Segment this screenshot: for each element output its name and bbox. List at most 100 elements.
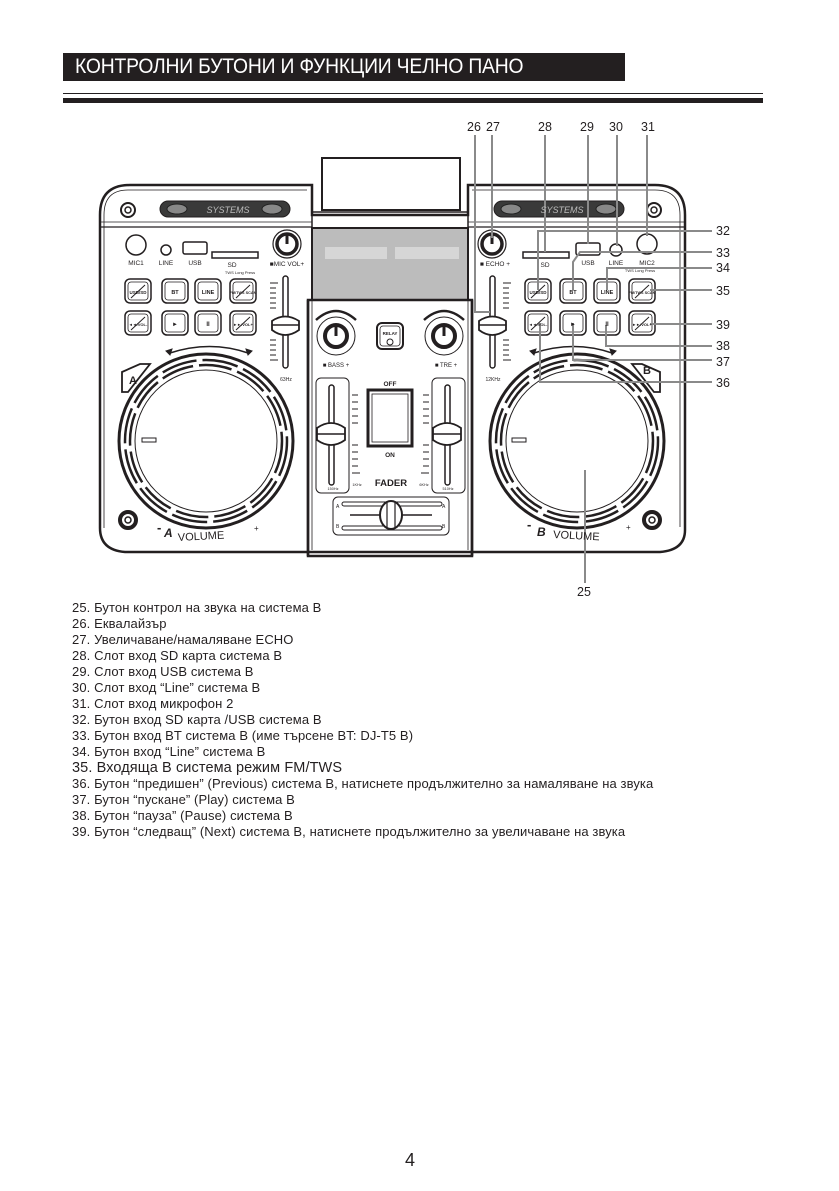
btn-right-prev[interactable]: ◄◄/VOL- — [529, 322, 548, 327]
btn-left-fm[interactable]: FM/TWS SCAN — [230, 291, 257, 295]
btn-right-fm[interactable]: FM/TWS SCAN — [629, 291, 656, 295]
callout-36: 36 — [716, 376, 730, 390]
volume-deck-letter-left: A — [163, 526, 173, 540]
screw-top-right — [646, 202, 662, 218]
bass-label: ■ BASS + — [323, 363, 350, 369]
volume-label-right: VOLUME — [553, 529, 600, 543]
legend-list: 25. Бутон контрол на звука на система B … — [72, 600, 653, 840]
sd-label-left: SD — [227, 262, 236, 269]
btn-left-usb-sd[interactable]: USB/SD — [129, 290, 147, 295]
left-button-grid — [124, 278, 257, 336]
screw-top-left — [120, 202, 136, 218]
crossfader-a-left: A — [336, 504, 340, 510]
volume-minus-right: - — [527, 517, 531, 532]
btn-left-next[interactable]: ►►/VOL+ — [233, 322, 253, 327]
legend-item: 28. Слот вход SD карта система B — [72, 648, 283, 663]
left-fader-freq-2: 150Hz — [328, 487, 339, 491]
legend-item: 29. Слот вход USB система B — [72, 664, 254, 679]
deck-letter-a: A — [129, 375, 137, 387]
btn-left-pause[interactable]: II — [206, 322, 210, 328]
btn-left-line[interactable]: LINE — [202, 290, 215, 296]
bass-knob — [315, 309, 357, 356]
jog-wheel-left — [117, 345, 295, 530]
brand-plate-right — [493, 200, 625, 218]
legend-item: 38. Бутон “пауза” (Pause) система B — [72, 808, 293, 823]
callout-33: 33 — [716, 246, 730, 260]
legend-item: 35. Входяща B система режим FM/TWS — [72, 760, 343, 776]
btn-left-prev[interactable]: ◄◄/VOL- — [129, 322, 148, 327]
display-screen — [311, 227, 469, 301]
sd-slot-right — [522, 251, 570, 259]
callout-25: 25 — [577, 585, 591, 599]
legend-item: 30. Слот вход “Line” система B — [72, 680, 261, 695]
right-fader-freq-2: 510Hz — [443, 487, 454, 491]
callout-32: 32 — [716, 224, 730, 238]
mic-vol-knob — [272, 229, 302, 259]
mic1-label: MIC1 — [128, 260, 144, 267]
usb-label-left: USB — [188, 260, 201, 267]
btn-right-bt[interactable]: BT — [569, 290, 577, 296]
section-title: КОНТРОЛНИ БУТОНИ И ФУНКЦИИ ЧЕЛНО ПАНО — [75, 55, 524, 78]
volume-deck-letter-right: B — [537, 525, 546, 539]
legend-item: 32. Бутон вход SD карта /USB система B — [72, 712, 322, 727]
legend-item: 31. Слот вход микрофон 2 — [72, 696, 234, 711]
crossfader-b-right: B — [442, 524, 446, 530]
section-title-bar: КОНТРОЛНИ БУТОНИ И ФУНКЦИИ ЧЕЛНО ПАНО — [63, 53, 625, 81]
btn-left-play[interactable]: ► — [172, 322, 178, 328]
btn-right-pause[interactable]: II — [605, 322, 609, 328]
deck-letter-b: B — [643, 365, 651, 377]
screw-bottom-right — [642, 510, 662, 530]
btn-right-line[interactable]: LINE — [601, 290, 614, 296]
device-body-outline — [98, 183, 687, 558]
treble-knob — [423, 309, 465, 356]
right-fader-freq-1: 6KHz — [419, 483, 428, 487]
btn-right-next[interactable]: ►►/VOL+ — [632, 322, 652, 327]
callout-27: 27 — [486, 120, 500, 134]
btn-right-usb-sd[interactable]: USB/SD — [529, 290, 547, 295]
eq-slider-left — [270, 275, 300, 369]
brand-label-left: SYSTEMS — [206, 205, 249, 215]
line-label-right: LINE — [609, 260, 624, 267]
relay-label[interactable]: RELAY — [383, 331, 398, 336]
relay-button — [376, 322, 404, 350]
page-number: 4 — [405, 1150, 416, 1170]
callout-38: 38 — [716, 339, 730, 353]
tws-hint-left: TWS Long Press — [225, 270, 255, 275]
callout-30: 30 — [609, 120, 623, 134]
callout-31: 31 — [641, 120, 655, 134]
mixer-fader-left — [315, 377, 360, 494]
callout-28: 28 — [538, 120, 552, 134]
legend-item: 25. Бутон контрол на звука на система B — [72, 600, 322, 615]
power-switch — [366, 388, 414, 448]
phone-holder — [321, 157, 461, 211]
eq-label-right: 12KHz — [485, 377, 501, 383]
line-label-left: LINE — [159, 260, 174, 267]
volume-plus-right: + — [626, 523, 631, 532]
crossfader-b-left: B — [336, 524, 340, 530]
crossfader — [332, 496, 450, 536]
mic2-label: MIC2 — [639, 260, 655, 267]
legend-item: 27. Увеличаване/намаляване ECHO — [72, 632, 294, 647]
jog-wheel-right — [488, 345, 666, 530]
brand-plate-left — [159, 200, 291, 218]
btn-right-play[interactable]: ► — [570, 322, 576, 328]
treble-label: ■ TRE + — [435, 363, 458, 369]
crossfader-a-right: A — [442, 504, 446, 510]
switch-off-label: OFF — [384, 381, 397, 388]
callout-34: 34 — [716, 261, 730, 275]
volume-minus-left: - — [157, 520, 161, 535]
btn-left-bt[interactable]: BT — [171, 290, 179, 296]
legend-item: 37. Бутон “пускане” (Play) система B — [72, 792, 295, 807]
legend-item: 26. Еквалайзър — [72, 616, 167, 631]
mic1-jack — [125, 234, 147, 256]
callout-37: 37 — [716, 355, 730, 369]
screw-bottom-left — [118, 510, 138, 530]
switch-on-label: ON — [385, 452, 395, 459]
legend-item: 36. Бутон “предишен” (Previous) система … — [72, 776, 654, 791]
mixer-fader-right — [421, 377, 466, 494]
header-rule-thin — [63, 93, 763, 94]
volume-label-left: VOLUME — [178, 530, 225, 544]
usb-port-left — [182, 241, 208, 255]
callout-39: 39 — [716, 318, 730, 332]
fader-label: FADER — [375, 478, 407, 489]
